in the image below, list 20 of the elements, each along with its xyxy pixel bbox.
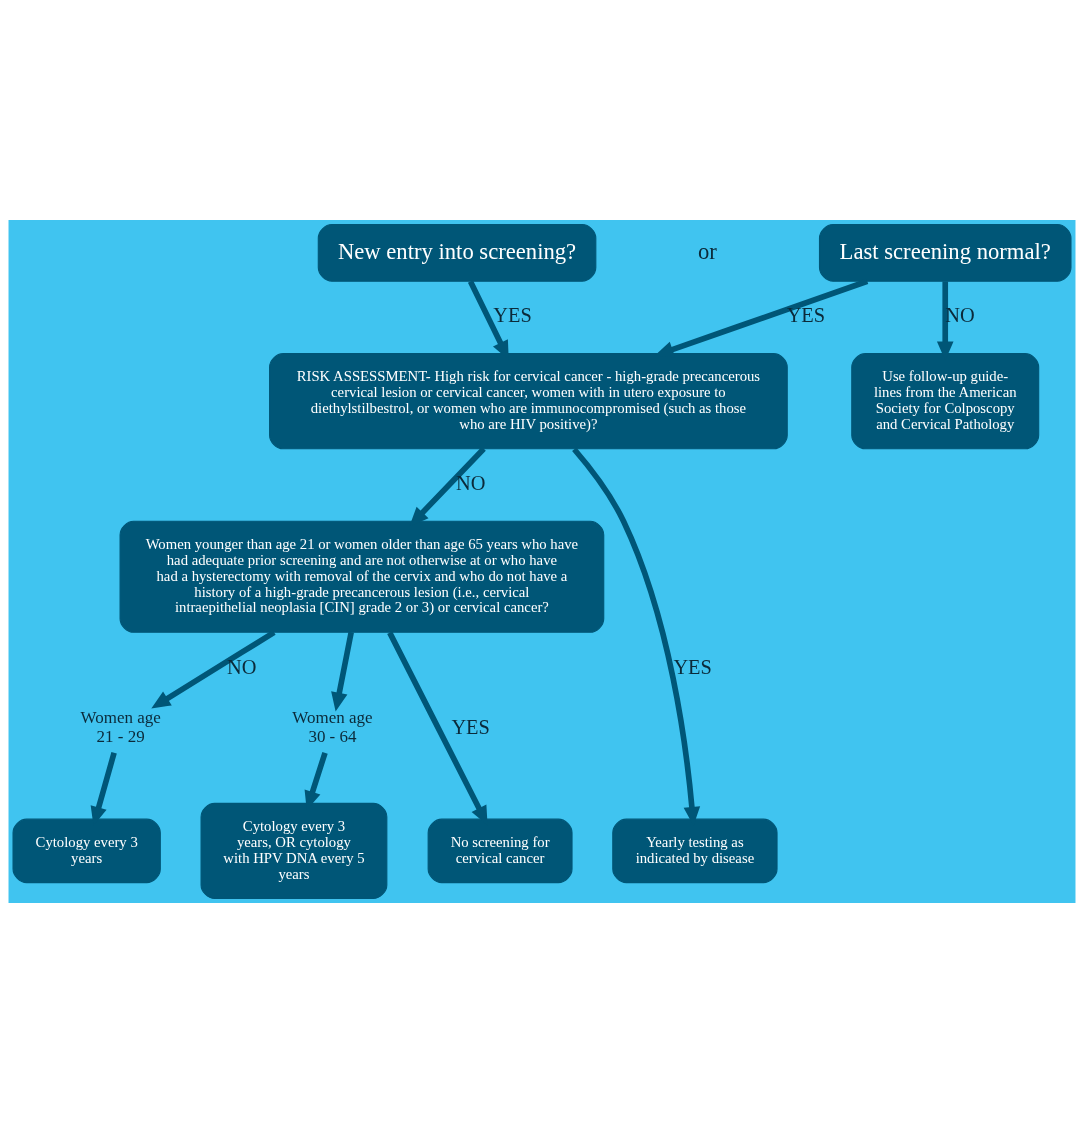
node-box: New entry into screening? (317, 223, 597, 282)
node-box: Women younger than age 21 or women older than age 65 years who have had adequate prior screening and are not otherwise at or who have had a hysterectomy with removal of the cervix and who do not have a history of a high-grade precancerous lesion (i.e., cervical intraepithelial neoplasia [CIN] grade 2 or 3) or cervical cancer? (119, 520, 605, 633)
edge-label: YES (673, 655, 712, 678)
node-box: RISK ASSESSMENT- High risk for cervical cancer - high-grade precancerous cervical lesion or cervical cancer, women with in utero exposure to diethylstilbestrol, or women who are immunocompromised (such as those who are HIV positive)? (269, 353, 788, 450)
edge-label: YES (493, 304, 532, 327)
node-box: Last screening normal? (818, 223, 1072, 282)
arrow (151, 629, 276, 709)
node-box: Yearly testing as indicated by disease (612, 818, 778, 884)
node-text: Women age 30 - 64 (292, 707, 373, 747)
edge-label: NO (227, 655, 257, 678)
node-box: Cytology every 3 years (12, 818, 161, 884)
edge-label: YES (786, 304, 826, 327)
label: or (697, 238, 717, 264)
arrow (331, 631, 354, 712)
node-box: Use follow-up guide- lines from the American Society for Colposcopy and Cervical Pathology (851, 353, 1040, 450)
edge-label: NO (455, 472, 486, 495)
edge-label: YES (451, 715, 490, 738)
node-box: Cytology every 3 years, OR cytology with HPV DNA every 5 years (200, 802, 388, 900)
node-box: No screening for cervical cancer (427, 818, 573, 884)
node-text: Women age 21 - 29 (80, 707, 161, 747)
